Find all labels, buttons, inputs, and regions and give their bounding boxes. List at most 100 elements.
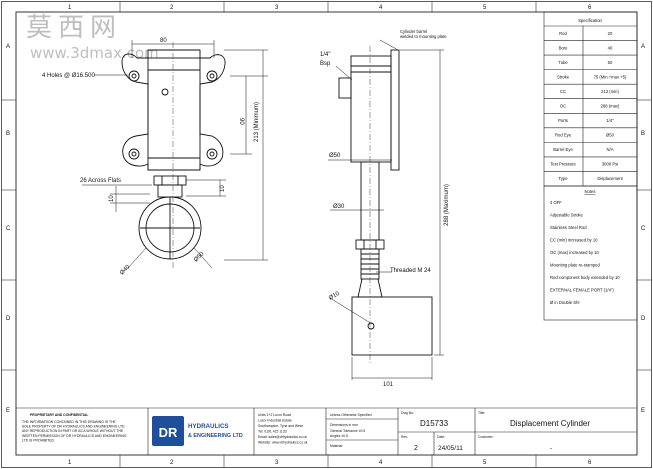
- drawing-title: Displacement Cylinder: [510, 419, 590, 428]
- front-dimension-lines: [82, 40, 268, 269]
- spec-value: Ø50: [606, 133, 615, 138]
- dim-eye-50: Ø50: [193, 251, 206, 264]
- row-markers: [1, 99, 652, 371]
- prop-text-line: LTD IS PROHIBITED.: [22, 438, 55, 442]
- barrel-note-2: welded to mounting plate: [400, 34, 447, 39]
- row-a-left: A: [6, 44, 10, 50]
- tolerance: General Tolerance ±0.5: [330, 429, 365, 433]
- address-line: Luxor Industrial Estate: [258, 419, 292, 423]
- spec-value: N/A: [607, 147, 614, 152]
- customer-value: -: [550, 445, 552, 452]
- spec-value: 40: [608, 45, 613, 50]
- col-2-bottom: 2: [170, 460, 174, 466]
- side-view: [338, 49, 433, 356]
- col-4-top: 4: [379, 5, 383, 11]
- col-4-bottom: 4: [379, 460, 383, 466]
- col-6-bottom: 6: [588, 460, 592, 466]
- dim-holes: 4 Holes @ Ø16.500: [42, 73, 95, 79]
- col-6-top: 6: [588, 5, 592, 11]
- notes-title: Notes: [585, 189, 596, 194]
- note-item: OC (max) increased by 10: [550, 250, 600, 255]
- title-label: Title:: [478, 411, 485, 415]
- col-1-top: 1: [68, 5, 72, 11]
- spec-value: 75 (Min.+max +5): [594, 74, 627, 79]
- spec-key: Bore: [559, 45, 569, 50]
- row-b-right: B: [641, 131, 645, 137]
- dim-pin: Ø10: [328, 291, 341, 302]
- spec-key: Ports: [558, 118, 568, 123]
- row-c-left: C: [6, 226, 11, 232]
- spec-value: 1/4": [606, 118, 614, 123]
- dim-length: 101: [383, 382, 394, 388]
- logo-mark: DR: [159, 425, 178, 440]
- date-label: Date:: [437, 435, 445, 439]
- row-b-left: B: [6, 131, 10, 137]
- title-block: [16, 407, 637, 455]
- spec-value: 50: [608, 60, 613, 65]
- dim-tube: Ø50: [329, 153, 341, 159]
- note-item: Adjustable Stroke: [550, 213, 583, 218]
- dim-center-90: 90: [238, 118, 244, 125]
- spec-key: CC: [560, 89, 566, 94]
- dim-max: 288 (Maximum): [444, 184, 450, 226]
- dwg-label: Dwg No:: [401, 411, 414, 415]
- notes-box: [543, 185, 638, 321]
- customer-label: Customer:: [478, 435, 494, 439]
- dim-width-80: 80: [160, 38, 167, 44]
- unless-label: Unless Otherwise Specified: [330, 413, 372, 417]
- dim-flats: 26 Across Flats: [80, 178, 121, 184]
- spec-value: 20: [608, 31, 613, 36]
- col-5-top: 5: [483, 5, 487, 11]
- date-value: 24/05/11: [438, 445, 463, 452]
- logo-line2: & ENGINEERING LTD: [188, 433, 243, 439]
- dim-thread: Threaded M 24: [390, 268, 431, 274]
- logo-line1: HYDRAULICS: [188, 423, 229, 430]
- spec-key: Test Pressure: [550, 162, 576, 167]
- note-item: Ø in Double Sh!: [550, 300, 580, 305]
- note-item: CC (min) increased by 10: [550, 238, 598, 243]
- spec-key: Type: [558, 176, 568, 181]
- spec-title: Specification: [578, 18, 602, 23]
- spec-value: 212 (min): [601, 89, 619, 94]
- address-line: Tel: 0191 415 1133: [258, 430, 287, 434]
- front-view: [121, 49, 226, 260]
- prop-text-line: THE INFORMATION CONTAINED IN THIS DRAWIN…: [22, 420, 117, 424]
- spec-key: Barrel Eye: [553, 147, 573, 152]
- spec-key: OC: [560, 104, 566, 109]
- prop-text-line: SOLE PROPERTY OF DR HYDRAULICS AND ENGIN…: [22, 425, 125, 429]
- address-line: Southampton, Tyne and Wear: [258, 424, 304, 428]
- col-2-top: 2: [170, 5, 174, 11]
- material-label: Material:: [330, 444, 343, 448]
- dim-rod: Ø30: [333, 204, 345, 210]
- prop-text-line: ANY REPRODUCTION IN PART OR AS A WHOLE W…: [22, 429, 124, 433]
- barrel-note-1: Cylinder barrel: [400, 29, 427, 34]
- row-d-left: D: [6, 316, 11, 322]
- side-dimension-lines: [328, 39, 444, 380]
- spec-value: 3000 Psi: [602, 162, 618, 167]
- spec-key: Tube: [558, 60, 568, 65]
- port-size: 1/4": [320, 52, 330, 58]
- row-a-right: A: [641, 44, 645, 50]
- company-logo: DR HYDRAULICS & ENGINEERING LTD: [152, 416, 243, 446]
- spec-value: Displacement: [597, 176, 623, 181]
- row-c-right: C: [641, 226, 646, 232]
- row-e-right: E: [641, 408, 645, 414]
- dwg-number: D15733: [420, 419, 449, 428]
- dim-10-a: 10: [109, 195, 115, 202]
- col-1-bottom: 1: [68, 460, 72, 466]
- prop-text: THE INFORMATION CONTAINED IN THIS DRAWIN…: [22, 420, 127, 442]
- rev-value: 2: [414, 445, 418, 452]
- note-item: Rod component body extended by 10: [550, 275, 620, 280]
- column-markers: [119, 1, 537, 467]
- note-item: Stainless Steel Rod: [550, 225, 587, 230]
- spec-key: Rod Eye: [555, 133, 572, 138]
- row-d-right: D: [641, 316, 646, 322]
- prop-text-line: WRITTEN PERMISSION OF DR HYDRAULICS AND …: [22, 434, 127, 438]
- angles: Angles ±0.5: [330, 434, 348, 438]
